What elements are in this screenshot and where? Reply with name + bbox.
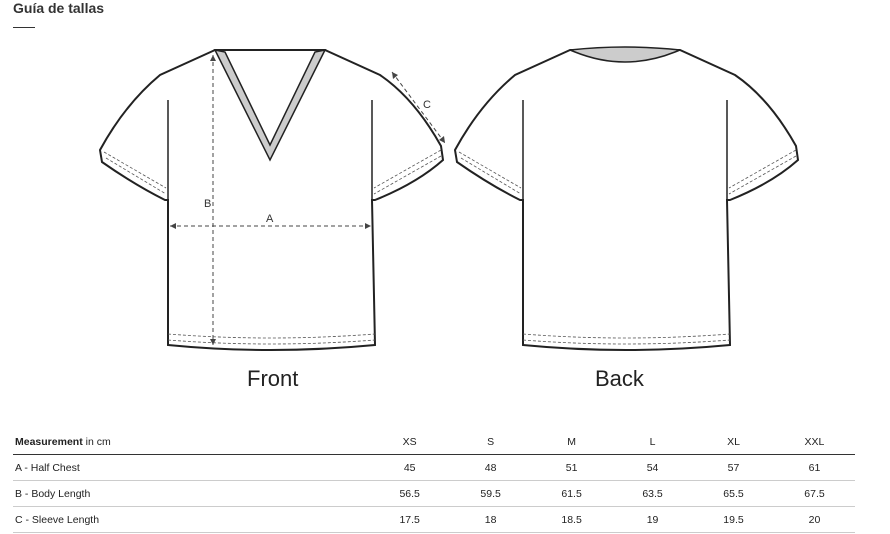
table-cell: 48 xyxy=(450,454,532,481)
dimension-c xyxy=(391,71,446,144)
table-cell: 18 xyxy=(450,506,532,533)
size-header: S xyxy=(450,430,532,455)
table-cell: 54 xyxy=(612,454,694,481)
front-tshirt xyxy=(99,48,446,351)
size-header: XL xyxy=(693,430,774,455)
row-label: B - Body Length xyxy=(13,480,370,507)
measurement-header: Measurement in cm xyxy=(13,430,370,455)
table-cell: 45 xyxy=(369,454,451,481)
table-cell: 18.5 xyxy=(531,506,613,533)
size-header: M xyxy=(531,430,613,455)
row-label: C - Sleeve Length xyxy=(13,506,370,533)
table-cell: 59.5 xyxy=(450,480,532,507)
page-title: Guía de tallas xyxy=(13,0,105,16)
size-header: XXL xyxy=(773,430,855,455)
dimension-b xyxy=(210,55,216,345)
back-caption: Back xyxy=(595,366,644,391)
table-cell: 19 xyxy=(612,506,694,533)
dimension-a xyxy=(170,223,371,229)
label-c: C xyxy=(423,99,431,111)
label-b: B xyxy=(204,198,211,210)
table-cell: 61 xyxy=(773,454,855,481)
table-cell: 51 xyxy=(531,454,613,481)
front-caption: Front xyxy=(247,366,299,391)
table-cell: 57 xyxy=(693,454,774,481)
table-cell: 61.5 xyxy=(531,480,613,507)
table-cell: 63.5 xyxy=(612,480,694,507)
back-tshirt xyxy=(454,46,799,351)
tshirt-diagrams: B A C xyxy=(99,46,799,351)
table-cell: 20 xyxy=(773,506,855,533)
size-header: L xyxy=(612,430,694,455)
table-cell: 67.5 xyxy=(773,480,855,507)
table-cell: 65.5 xyxy=(693,480,774,507)
table-cell: 19.5 xyxy=(693,506,774,533)
row-label: A - Half Chest xyxy=(13,454,370,481)
title-underline xyxy=(13,27,35,28)
label-a: A xyxy=(266,213,274,225)
table-cell: 56.5 xyxy=(369,480,451,507)
size-header: XS xyxy=(369,430,451,455)
table-cell: 17.5 xyxy=(369,506,451,533)
